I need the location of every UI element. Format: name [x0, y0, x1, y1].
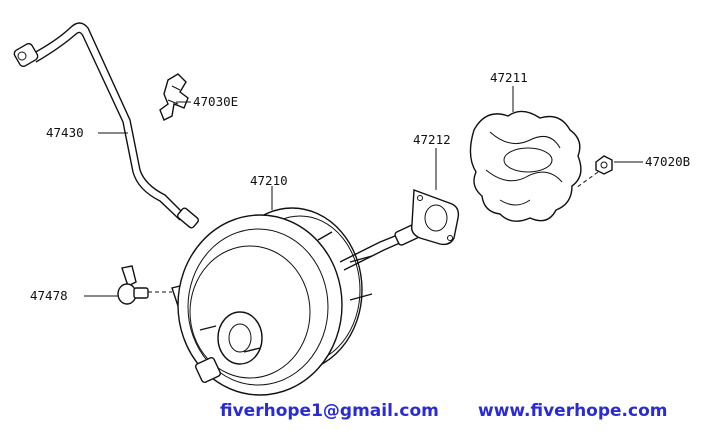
vacuum-hose	[13, 22, 199, 229]
hose-clamp	[159, 73, 189, 121]
nut	[575, 155, 613, 189]
check-valve	[117, 265, 172, 305]
leader-lines	[84, 86, 643, 297]
label-47430: 47430	[46, 125, 84, 140]
website-url: www.fiverhope.com	[478, 401, 668, 421]
brake-booster	[177, 207, 420, 396]
label-47212: 47212	[413, 132, 451, 147]
insulator	[469, 110, 582, 222]
label-47478: 47478	[30, 288, 68, 303]
label-47030E: 47030E	[193, 94, 238, 109]
label-47020B: 47020B	[645, 154, 690, 169]
contact-email: fiverhope1@gmail.com	[220, 401, 439, 421]
label-47210: 47210	[250, 173, 288, 188]
label-47211: 47211	[490, 70, 528, 85]
gasket	[410, 189, 460, 246]
